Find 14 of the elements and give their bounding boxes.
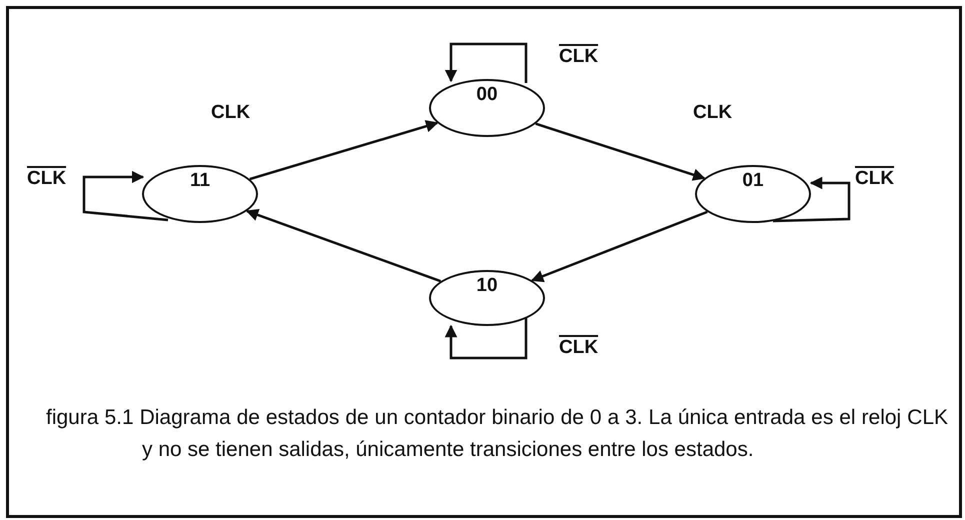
transition-arrow: [530, 210, 708, 282]
transition-arrow: [249, 120, 438, 180]
state-ellipse: [429, 270, 545, 326]
state-label: 01: [742, 170, 764, 192]
state-ellipse: [142, 165, 258, 223]
self-loop-arrow: [444, 318, 528, 360]
transition-arrow: [535, 122, 706, 181]
self-loop-arrow: [444, 42, 528, 83]
self-loop-arrow: [82, 170, 168, 222]
state-label: 10: [476, 275, 498, 297]
transition-arrow: [246, 208, 442, 282]
figure-caption: figura 5.1 Diagrama de estados de un contador binario de 0 a 3. La única entrada es el reloj CLK y no se tienen salidas, únicamente transiciones entre los estados.: [46, 405, 948, 463]
state-label: 11: [190, 170, 210, 192]
state-label: 00: [476, 84, 498, 106]
